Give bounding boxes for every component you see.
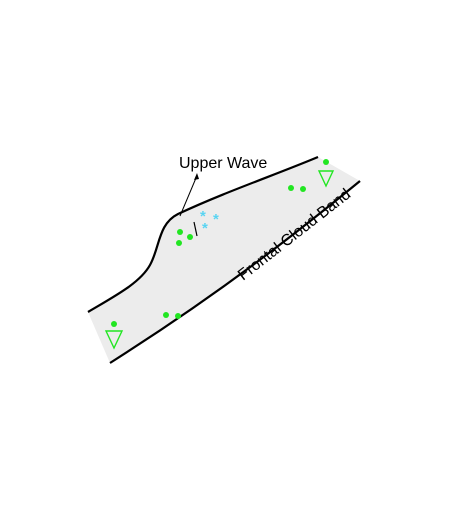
cloud-band-upper-boundary — [87, 155, 319, 313]
rain-dot — [175, 313, 181, 319]
wave-tick-mark — [193, 221, 198, 237]
snow-asterisk-icon: * — [213, 211, 219, 228]
rain-dot — [187, 234, 193, 240]
upper-wave-leader-arrowhead — [194, 173, 199, 180]
cloud-band-region — [88, 157, 360, 363]
snow-asterisk-icon: * — [202, 220, 208, 237]
rain-dot — [300, 186, 306, 192]
shower-triangle-icon — [104, 330, 124, 350]
snow-asterisk-icon: * — [200, 208, 206, 225]
upper-wave-leader-line — [179, 177, 197, 217]
rain-dot — [323, 159, 329, 165]
upper-wave-label: Upper Wave — [179, 155, 267, 172]
snow-symbols-group: * * * — [200, 208, 219, 237]
rain-dot — [163, 312, 169, 318]
rain-dots-group — [111, 159, 329, 327]
rain-dot — [176, 240, 182, 246]
rain-dot — [177, 229, 183, 235]
rain-dot — [111, 321, 117, 327]
rain-dot — [288, 185, 294, 191]
cloud-band-lower-boundary — [109, 180, 361, 364]
shower-triangle-icon — [317, 170, 335, 188]
